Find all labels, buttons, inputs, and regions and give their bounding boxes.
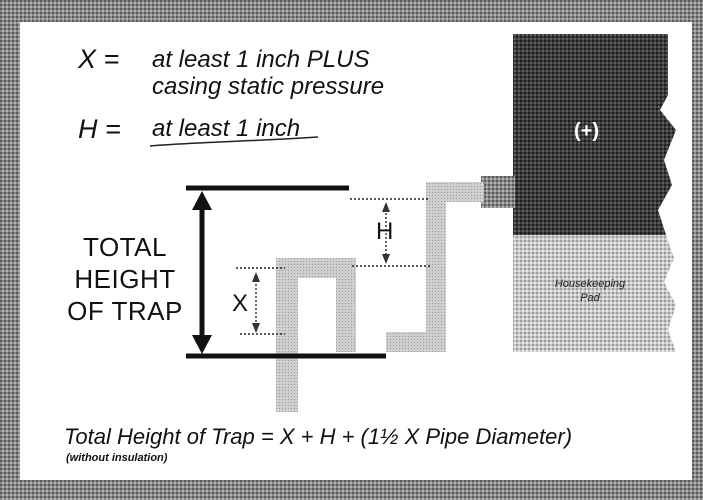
total-height-arrow-down [192, 335, 212, 354]
x-definition-line1: at least 1 inch PLUS [152, 46, 370, 73]
x-arrow-down [252, 323, 260, 333]
h-symbol: H = [78, 114, 121, 144]
h-definition: at least 1 inch [152, 115, 301, 142]
casing-pressure-mark: (+) [574, 120, 599, 142]
x-arrow-up [252, 272, 260, 282]
housekeeping-pad-label-line1: Housekeeping [554, 278, 626, 290]
x-definition-line2: casing static pressure [152, 73, 385, 100]
casing-outlet-stub [481, 176, 515, 208]
x-dimension-label: X [232, 290, 249, 317]
h-dimension-label: H [376, 218, 394, 245]
h-arrow-up [382, 202, 390, 212]
trap-height-formula: Total Height of Trap = X + H + (1½ X Pip… [64, 424, 573, 449]
h-arrow-down [382, 254, 390, 264]
total-height-label-line1: TOTAL [83, 232, 167, 262]
total-height-label-line2: HEIGHT [74, 264, 176, 294]
handwritten-underline [149, 136, 319, 147]
total-height-label-line3: OF TRAP [67, 296, 183, 326]
housekeeping-pad-label-line2: Pad [580, 292, 600, 304]
x-symbol: X = [78, 44, 120, 74]
formula-note: (without insulation) [66, 452, 168, 464]
trap-piping [276, 182, 484, 412]
total-height-arrow-up [192, 191, 212, 210]
housekeeping-pad [513, 235, 676, 352]
air-handler-casing [513, 34, 676, 235]
